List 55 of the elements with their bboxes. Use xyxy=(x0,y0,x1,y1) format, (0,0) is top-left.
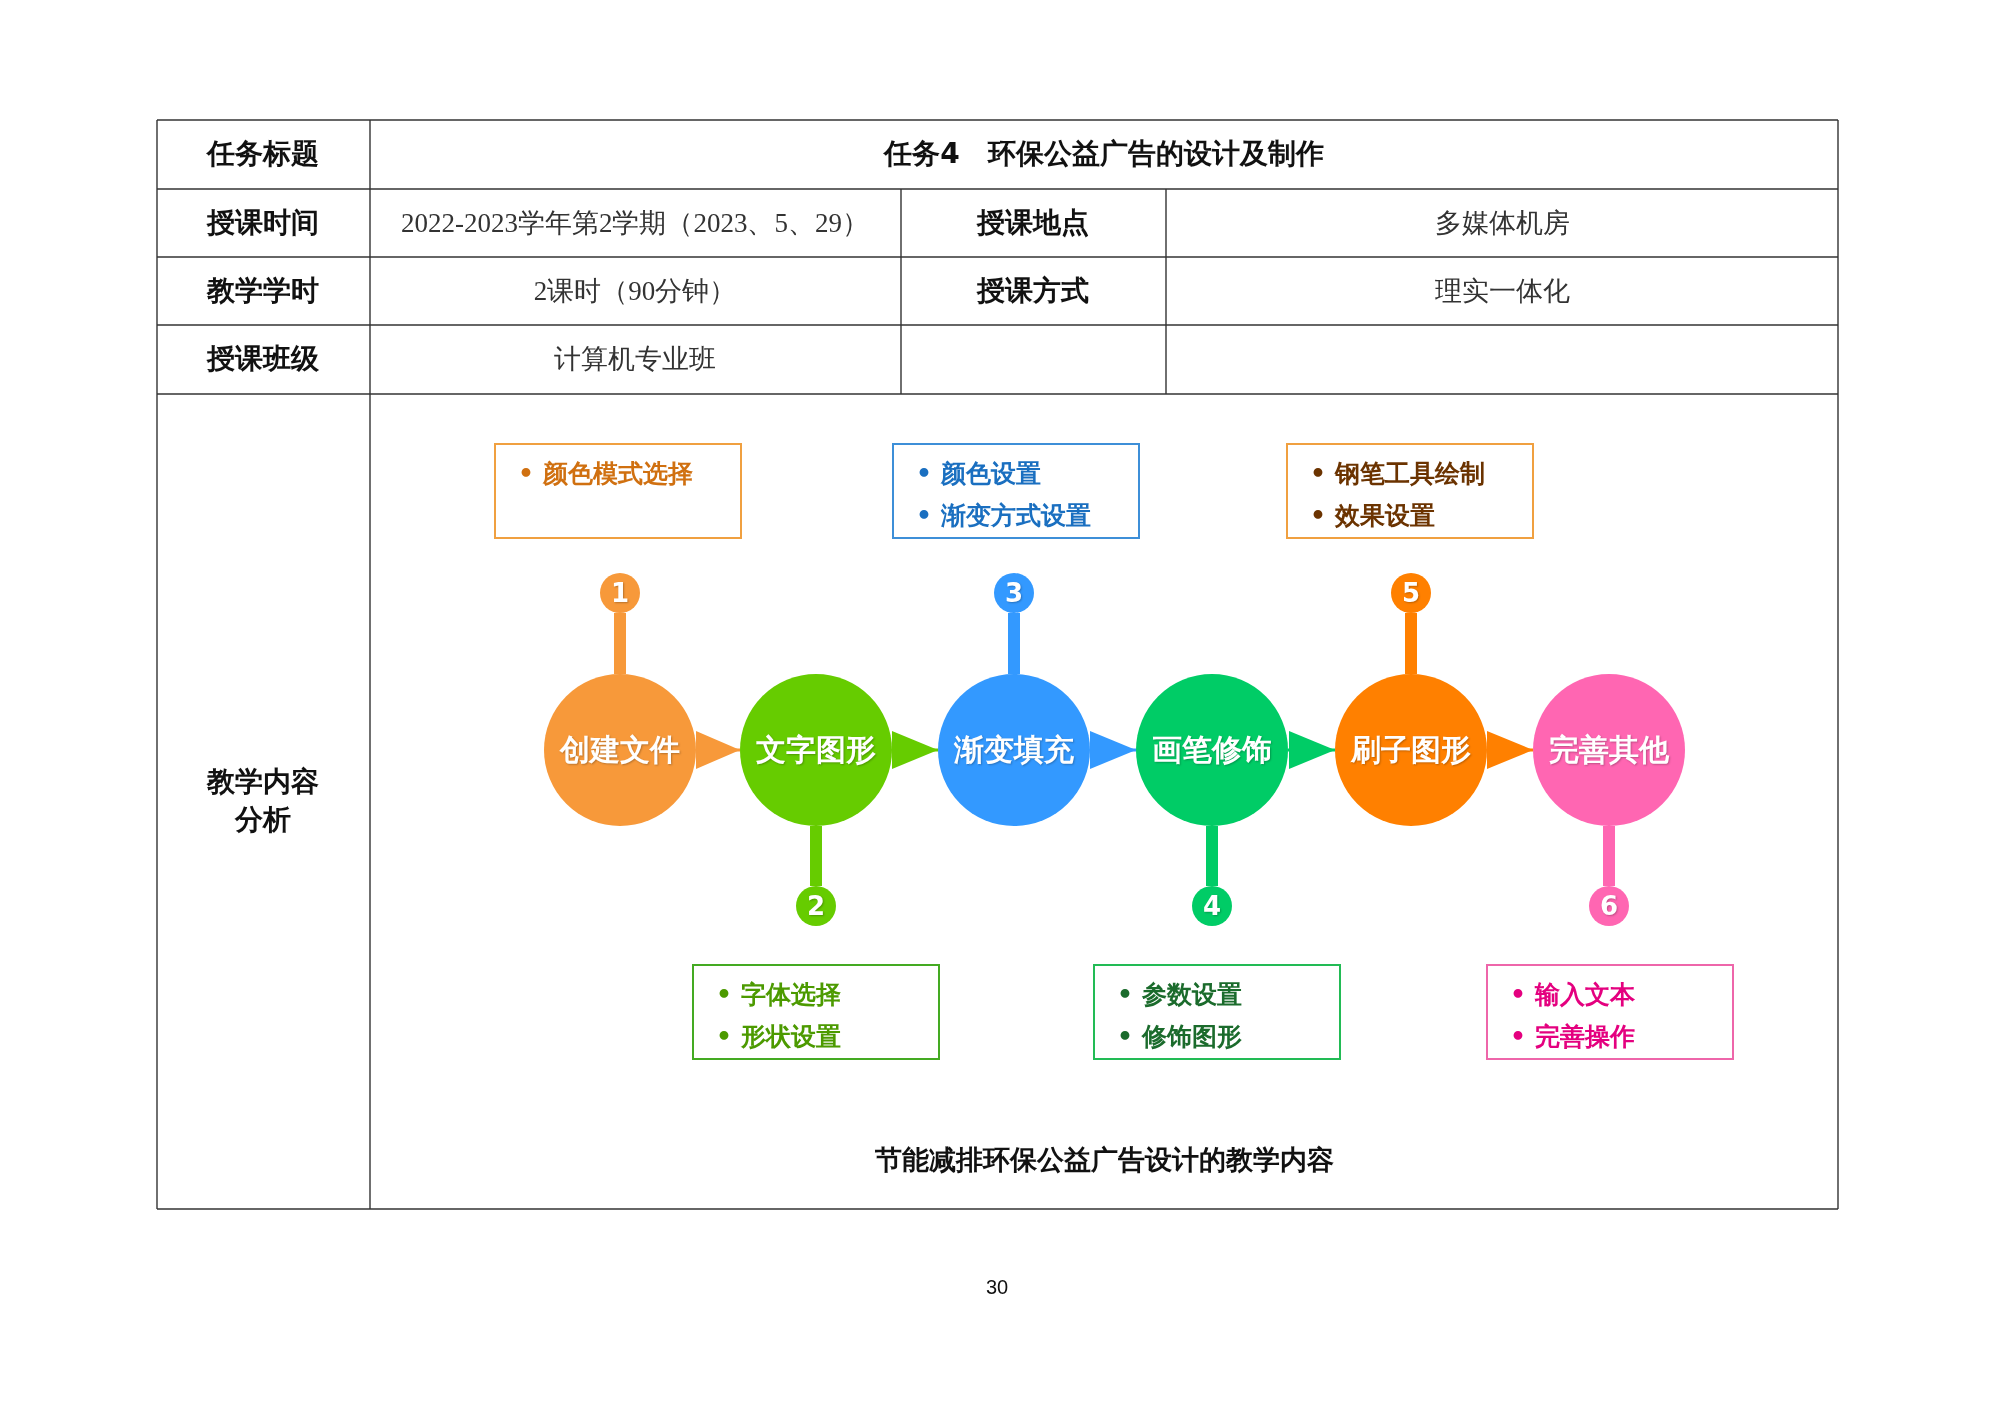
arrow xyxy=(1288,731,1335,769)
field-value: 计算机专业班 xyxy=(554,343,716,376)
connector-line xyxy=(1008,613,1020,674)
field-label: 授课方式 xyxy=(977,273,1089,309)
bullet-text: • 效果设置 xyxy=(1310,500,1435,532)
bullet-text: • 渐变方式设置 xyxy=(916,500,1091,532)
field-value: 多媒体机房 xyxy=(1434,207,1570,240)
connector-line xyxy=(1405,613,1417,674)
note-box xyxy=(692,964,940,1060)
step-circle: 完善其他 xyxy=(1533,674,1685,826)
arrow xyxy=(1487,731,1533,769)
arrow xyxy=(696,731,740,769)
bullet-text: • 完善操作 xyxy=(1510,1021,1635,1053)
field-value: 2022-2023学年第2学期（2023、5、29） xyxy=(401,207,869,240)
field-label: 任务标题 xyxy=(207,136,319,172)
note-box xyxy=(1486,964,1734,1060)
step-circle: 文字图形 xyxy=(740,674,892,826)
field-label: 教学内容分析 xyxy=(205,764,320,838)
note-box xyxy=(892,443,1140,539)
figure-caption: 节能减排环保公益广告设计的教学内容 xyxy=(874,1143,1334,1177)
connector-line xyxy=(1206,826,1218,886)
note-box xyxy=(494,443,742,539)
field-label: 授课时间 xyxy=(207,205,319,241)
page-number: 30 xyxy=(985,1275,1009,1299)
step-number: 4 xyxy=(1192,886,1232,926)
connector-line xyxy=(614,613,626,674)
bullet-text: • 钢笔工具绘制 xyxy=(1310,458,1485,490)
bullet-text: • 颜色模式选择 xyxy=(518,458,693,490)
step-circle: 创建文件 xyxy=(544,674,696,826)
note-box xyxy=(1286,443,1534,539)
field-label: 授课地点 xyxy=(977,205,1089,241)
step-circle: 刷子图形 xyxy=(1335,674,1487,826)
note-box xyxy=(1093,964,1341,1060)
bullet-text: • 参数设置 xyxy=(1117,979,1242,1011)
bullet-text: • 输入文本 xyxy=(1510,979,1635,1011)
step-circle: 画笔修饰 xyxy=(1136,674,1288,826)
field-value: 2课时（90分钟） xyxy=(533,275,737,308)
task-title: 任务4 环保公益广告的设计及制作 xyxy=(884,136,1324,172)
step-circle: 渐变填充 xyxy=(938,674,1090,826)
field-label: 教学学时 xyxy=(207,273,319,309)
arrow xyxy=(1090,731,1136,769)
step-number: 1 xyxy=(600,573,640,613)
bullet-text: • 形状设置 xyxy=(716,1021,841,1053)
connector-line xyxy=(1603,826,1615,886)
field-value: 理实一体化 xyxy=(1434,275,1570,308)
bullet-text: • 字体选择 xyxy=(716,979,841,1011)
bullet-text: • 颜色设置 xyxy=(916,458,1041,490)
step-number: 5 xyxy=(1391,573,1431,613)
step-number: 2 xyxy=(796,886,836,926)
step-number: 3 xyxy=(994,573,1034,613)
field-label: 授课班级 xyxy=(207,341,319,377)
connector-line xyxy=(810,826,822,886)
step-number: 6 xyxy=(1589,886,1629,926)
bullet-text: • 修饰图形 xyxy=(1117,1021,1242,1053)
arrow xyxy=(892,731,938,769)
